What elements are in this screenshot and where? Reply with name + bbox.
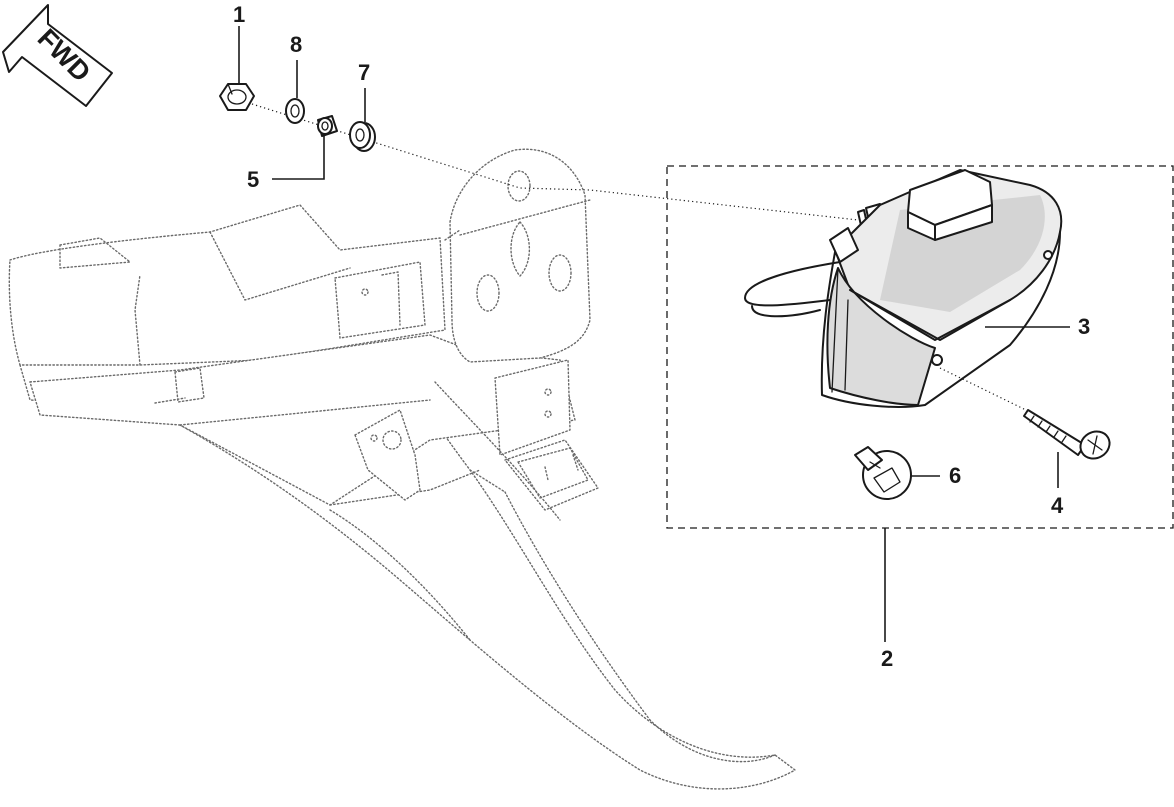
fwd-arrow-icon: FWD	[2, 4, 113, 107]
rear-fender-bracket	[8, 148, 796, 790]
callout-8: 8	[290, 32, 302, 57]
callout-labels: 1 2 3 4 5 6 7 8	[233, 2, 1090, 671]
leader-lines	[238, 26, 1070, 642]
callout-1: 1	[233, 2, 245, 27]
tail-lamp-assembly-box	[666, 165, 1174, 529]
leader-5	[272, 136, 325, 180]
callout-2: 2	[881, 646, 893, 671]
callout-4: 4	[1051, 493, 1064, 518]
tail-lamp-housing	[744, 169, 1063, 408]
mounting-screw	[939, 367, 1111, 460]
lamp-bulb	[854, 446, 912, 500]
hex-nut	[219, 83, 255, 111]
callout-7: 7	[358, 60, 370, 85]
mounting-hardware	[219, 83, 859, 221]
callout-6: 6	[949, 463, 961, 488]
callout-5: 5	[247, 167, 259, 192]
spacer-sleeve	[317, 115, 338, 137]
flat-washer	[285, 98, 305, 124]
callout-3: 3	[1078, 314, 1090, 339]
rubber-grommet	[349, 121, 376, 152]
